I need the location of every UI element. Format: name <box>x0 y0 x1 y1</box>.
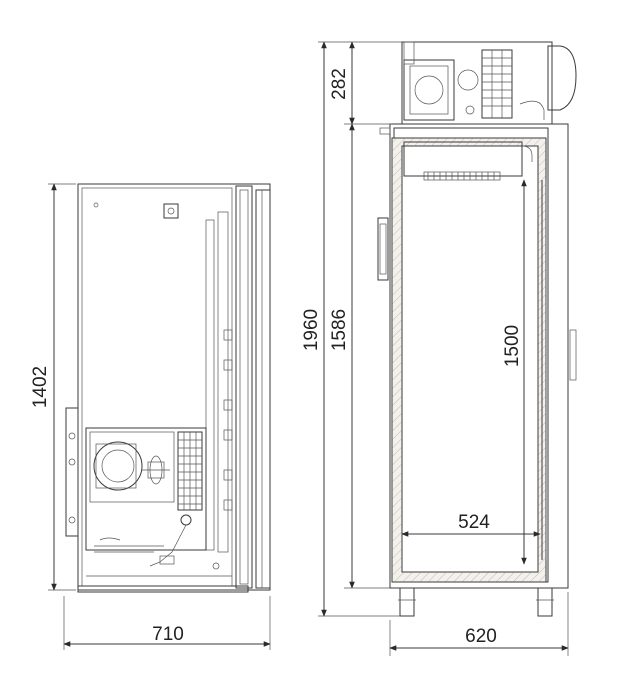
inner-width-label: 524 <box>458 512 490 533</box>
side-width-label: 710 <box>152 624 184 645</box>
front-view <box>318 41 577 656</box>
side-height-label: 1402 <box>30 366 51 408</box>
side-view <box>48 183 271 650</box>
top-unit-height-label: 282 <box>329 68 350 100</box>
inner-height-label: 1500 <box>502 325 523 367</box>
front-width-label: 620 <box>465 626 497 647</box>
overall-height-label: 1960 <box>301 309 322 351</box>
body-height-label: 1586 <box>329 309 350 351</box>
